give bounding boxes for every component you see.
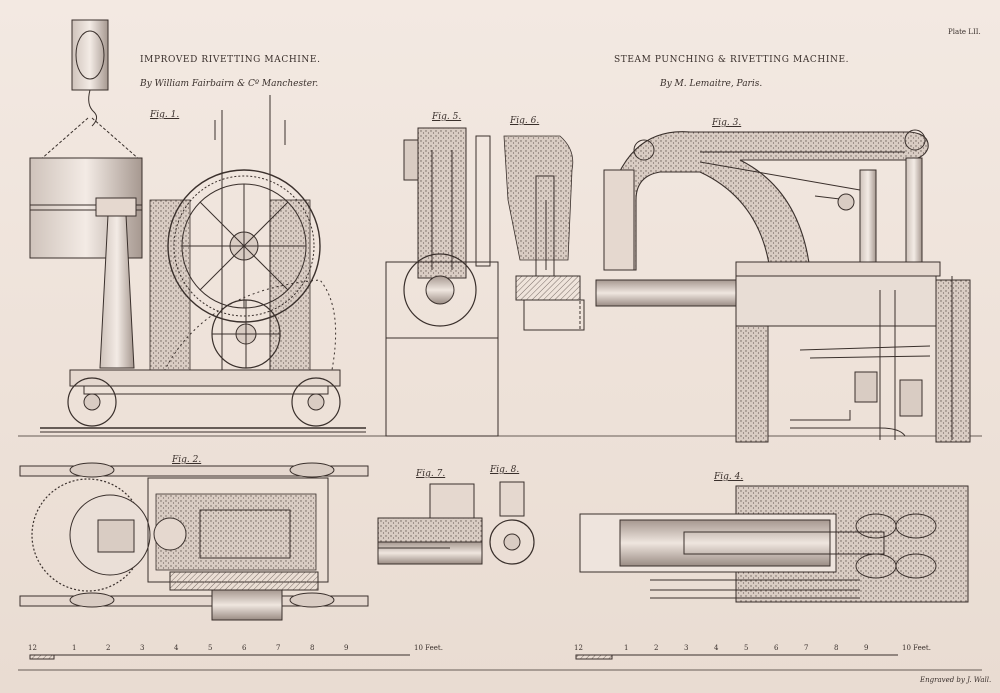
scale-left-tick: 7 [276,644,281,652]
scale-left-tick: 8 [310,644,315,652]
fig2-drawing [19,462,369,621]
scale-right-tick: 3 [684,644,689,652]
fig6-label: Fig. 6. [510,116,540,126]
fig5-label: Fig. 5. [432,112,462,122]
scale-right-start: 12 [574,644,583,652]
fig1-drawing [29,19,366,433]
scale-left-tick: 3 [140,644,145,652]
scale-right-tick: 2 [654,644,659,652]
engraver-credit: Engraved by J. Wall. [920,676,992,684]
scale-right-tick: 5 [744,644,749,652]
right-title: STEAM PUNCHING & RIVETTING MACHINE. [614,55,850,65]
scale-right-tick: 6 [774,644,779,652]
fig7-label: Fig. 7. [416,469,446,479]
fig3-label: Fig. 3. [712,118,742,128]
fig8-label: Fig. 8. [490,465,520,475]
left-byline: By William Fairbairn & Cº Manchester. [140,79,319,89]
scale-right-tick: 9 [864,644,869,652]
scale-right-end: 10 Feet. [902,644,931,652]
scale-left-tick: 6 [242,644,247,652]
scale-left-start: 12 [28,644,37,652]
fig2-label: Fig. 2. [172,455,202,465]
scale-left-tick: 1 [72,644,77,652]
fig3-drawing [595,129,971,443]
fig4-drawing [579,485,969,603]
scale-bars [29,654,898,660]
fig1-label: Fig. 1. [150,110,180,120]
fig6-drawing [503,135,585,331]
fig8-drawing [489,481,535,565]
scale-left-end: 10 Feet. [414,644,443,652]
scale-right-tick: 8 [834,644,839,652]
fig7-drawing [377,483,483,565]
scale-right-tick: 7 [804,644,809,652]
right-byline: By M. Lemaitre, Paris. [660,79,763,89]
scale-left-tick: 2 [106,644,111,652]
scale-left-tick: 5 [208,644,213,652]
plate-label: Plate LII. [948,28,981,36]
fig4-label: Fig. 4. [714,472,744,482]
scale-right-tick: 4 [714,644,719,652]
scale-left-tick: 9 [344,644,349,652]
fig5-drawing [385,127,499,437]
left-title: IMPROVED RIVETTING MACHINE. [140,55,321,65]
scale-left-tick: 4 [174,644,179,652]
scale-right-tick: 1 [624,644,629,652]
